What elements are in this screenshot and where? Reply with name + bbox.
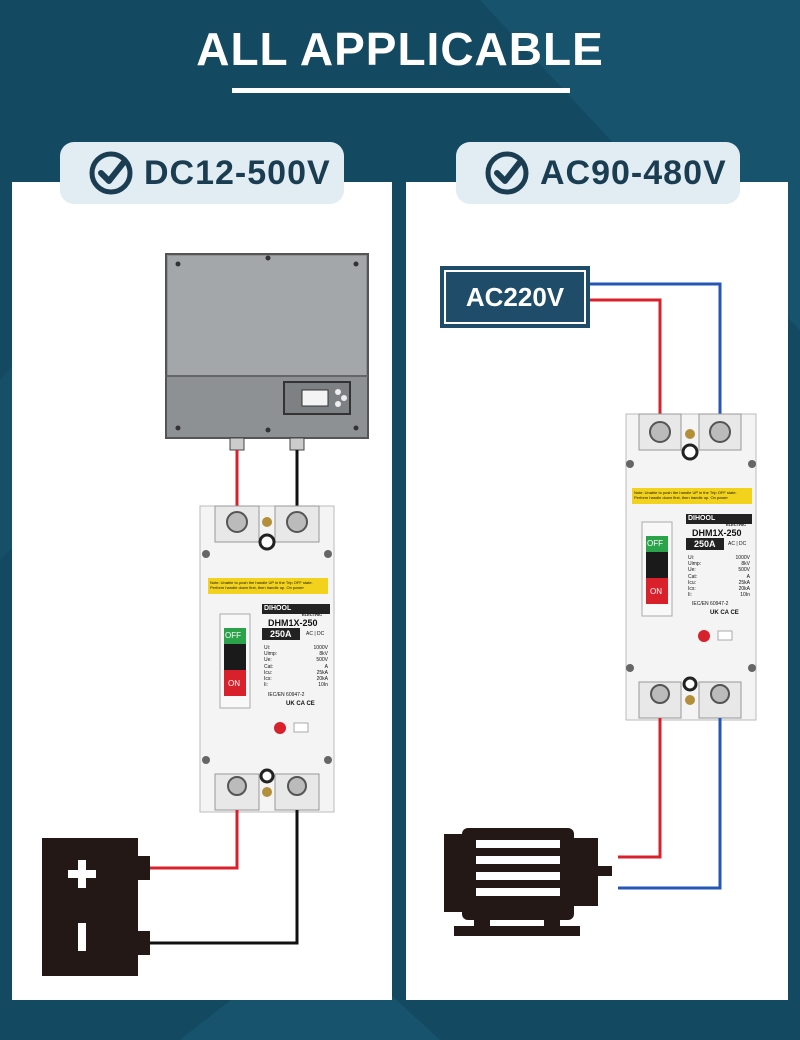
title-underline (232, 88, 570, 93)
check-circle-icon (89, 151, 133, 195)
breaker-note: Note: Unable to push the handle UP in th… (210, 580, 313, 590)
breaker-marks: UK CA CE (286, 701, 315, 707)
dc-voltage-label: DC12-500V (144, 153, 331, 192)
breaker-brand: DIHOOL (688, 515, 716, 522)
breaker-marks: UK CA CE (710, 610, 739, 616)
inverter-icon (165, 253, 369, 451)
check-circle-icon (485, 151, 529, 195)
breaker-brand-sub: ELECTRIC (302, 612, 322, 617)
on-label: ON (650, 587, 662, 596)
breaker-rating: 250A (694, 539, 716, 549)
left-circuit-breaker (199, 505, 335, 813)
ac-source-label: AC220V (440, 266, 590, 328)
motor-icon (444, 828, 612, 936)
breaker-acdc: AC | DC (728, 541, 747, 547)
breaker-standard: IEC/EN 60947-2 (268, 692, 305, 698)
breaker-rating: 250A (270, 629, 292, 639)
breaker-spec-keys: Ui:Uimp:Ue:Cat:Icu:Ics:Ii: (264, 645, 278, 689)
breaker-standard: IEC/EN 60947-2 (692, 601, 729, 607)
dc-voltage-badge: DC12-500V (60, 142, 344, 204)
off-label: OFF (225, 631, 241, 640)
on-label: ON (228, 679, 240, 688)
breaker-spec-keys: Ui:Uimp:Ue:Cat:Icu:Ics:Ii: (688, 555, 702, 599)
breaker-model: DHM1X-250 (692, 528, 742, 538)
right-circuit-breaker (625, 413, 757, 721)
breaker-model: DHM1X-250 (268, 618, 318, 628)
ac-voltage-label: AC90-480V (540, 153, 727, 192)
breaker-brand-sub: ELECTRIC (726, 522, 746, 527)
off-label: OFF (647, 539, 663, 548)
breaker-brand: DIHOOL (264, 605, 292, 612)
page-title: ALL APPLICABLE (196, 23, 604, 75)
battery-icon (42, 838, 150, 976)
breaker-acdc: AC | DC (306, 631, 325, 637)
ac-voltage-badge: AC90-480V (456, 142, 740, 204)
breaker-note: Note: Unable to push the handle UP in th… (634, 490, 737, 500)
